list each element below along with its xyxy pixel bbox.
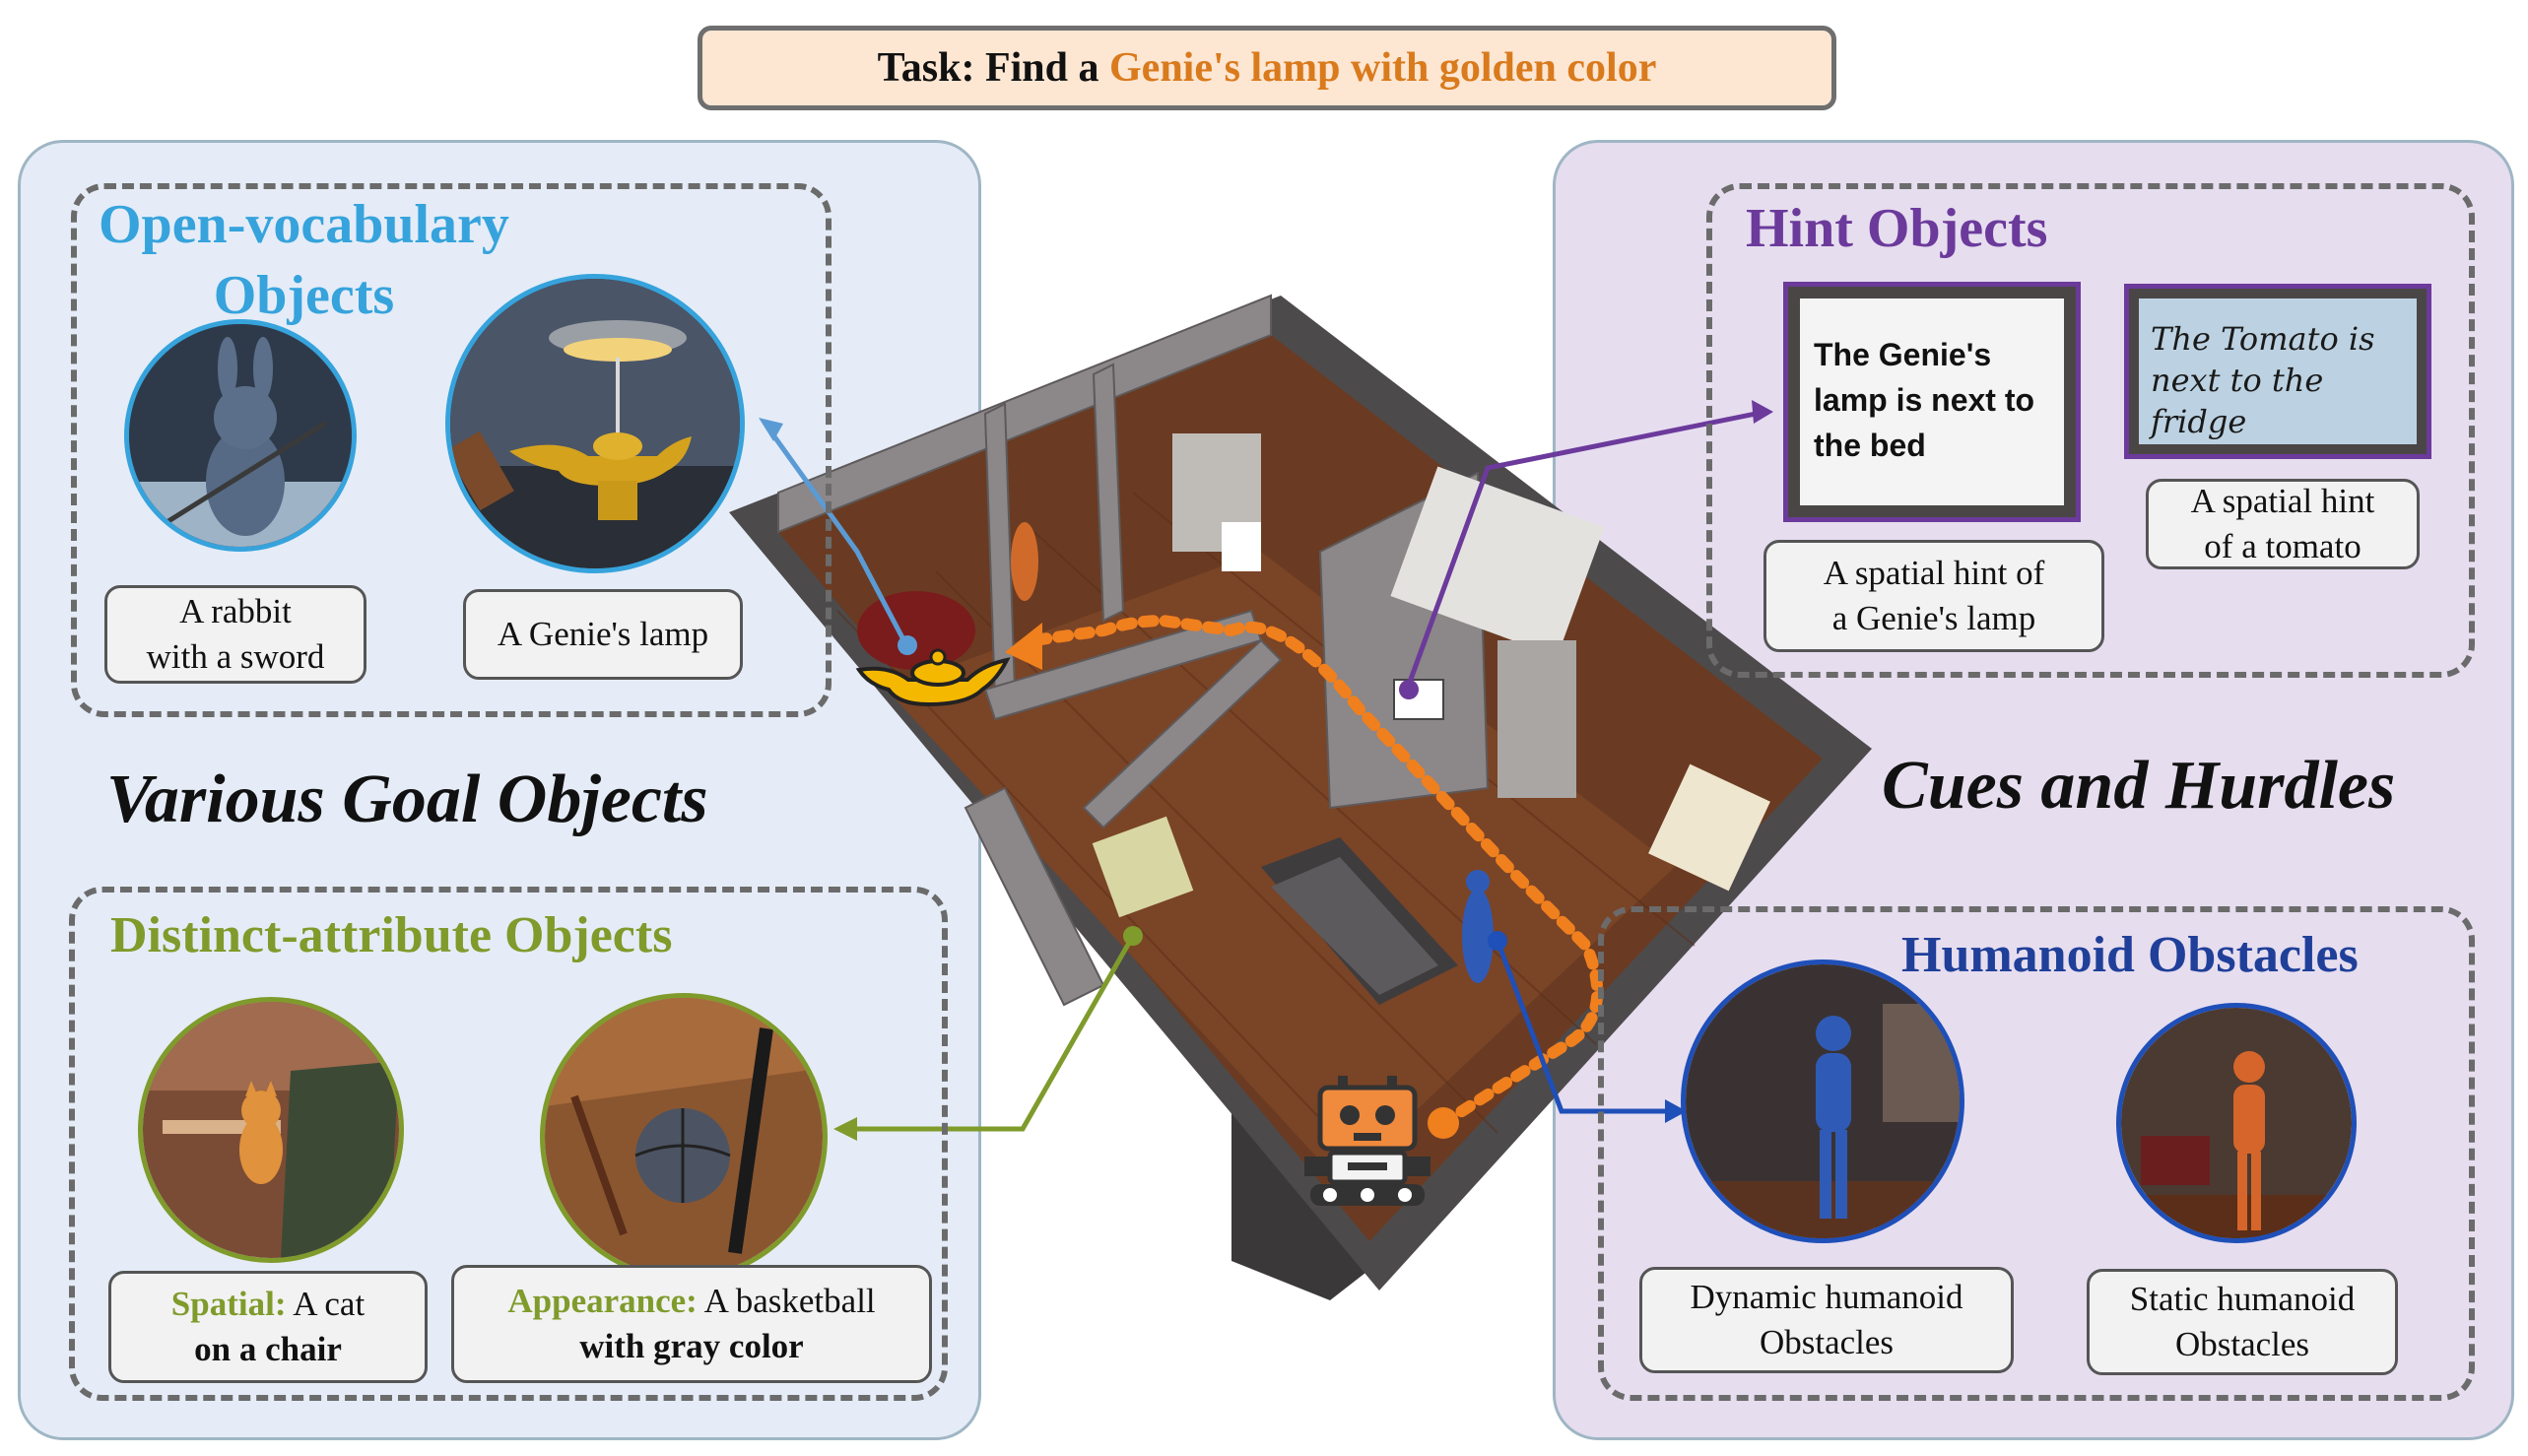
cat-caption-line1: A cat [286,1285,366,1323]
various-goal-objects-title: Various Goal Objects [106,761,708,837]
distinct-attribute-heading: Distinct-attribute Objects [110,907,673,963]
cat-caption-prefix: Spatial: [170,1285,287,1323]
static-humanoid-caption-line2: Obstacles [2174,1325,2310,1363]
open-vocab-box [71,183,832,717]
basketball-caption-line1: A basketball [697,1282,876,1320]
lamp-caption-text: A Genie's lamp [497,615,709,653]
cat-image [138,997,404,1263]
hint-genie-caption: A spatial hint of a Genie's lamp [1763,540,2104,652]
distinct-attribute-box [69,887,948,1401]
hint-objects-heading: Hint Objects [1746,198,2048,259]
task-prefix: Task: Find a [877,45,1110,91]
cat-caption-line2: on a chair [194,1330,342,1368]
basketball-caption-line2: with gray color [579,1327,804,1365]
open-vocab-heading-line1: Open-vocabulary [99,194,509,255]
hint-tomato-caption-line1: A spatial hint [2190,482,2375,520]
static-humanoid-caption: Static humanoid Obstacles [2087,1269,2398,1375]
hint-sign-tomato-text: The Tomato is next to the fridge [2151,320,2375,440]
rabbit-image [124,319,357,552]
basketball-caption-prefix: Appearance: [507,1282,698,1320]
static-humanoid-image [2116,1003,2357,1243]
humanoid-obstacles-heading: Humanoid Obstacles [1901,927,2359,983]
cat-caption: Spatial: A cat on a chair [108,1271,428,1383]
hint-sign-tomato: The Tomato is next to the fridge [2124,284,2431,459]
task-target: Genie's lamp with golden color [1109,45,1657,91]
static-humanoid-caption-line1: Static humanoid [2129,1280,2356,1318]
genie-lamp-image [445,274,745,573]
open-vocab-heading: Open-vocabulary Objects [99,189,509,331]
lamp-caption: A Genie's lamp [463,589,743,680]
dynamic-humanoid-caption: Dynamic humanoid Obstacles [1639,1267,2014,1373]
hint-genie-caption-line1: A spatial hint of [1823,554,2045,592]
hint-tomato-caption: A spatial hint of a tomato [2146,479,2420,569]
basketball-image [540,993,828,1281]
hint-sign-genie: The Genie's lamp is next to the bed [1783,282,2081,522]
genie-lamp-icon [855,648,1011,707]
rabbit-caption: A rabbit with a sword [104,585,366,684]
humanoid-obstacles-box [1598,906,2475,1401]
open-vocab-heading-line2: Objects [213,265,395,326]
task-box: Task: Find a Genie's lamp with golden co… [698,26,1836,110]
hint-genie-caption-line2: a Genie's lamp [1831,599,2036,637]
hint-objects-box [1706,183,2475,678]
rabbit-caption-line1: A rabbit [179,592,292,630]
basketball-caption: Appearance: A basketball with gray color [451,1265,932,1383]
dynamic-humanoid-caption-line1: Dynamic humanoid [1690,1278,1963,1316]
hint-sign-genie-text: The Genie's lamp is next to the bed [1814,337,2035,463]
dynamic-humanoid-image [1681,960,1964,1243]
hint-tomato-caption-line2: of a tomato [2204,527,2362,565]
cues-and-hurdles-title: Cues and Hurdles [1882,748,2396,824]
robot-icon [1304,1076,1430,1206]
rabbit-caption-line2: with a sword [146,637,325,676]
dynamic-humanoid-caption-line2: Obstacles [1759,1323,1895,1361]
